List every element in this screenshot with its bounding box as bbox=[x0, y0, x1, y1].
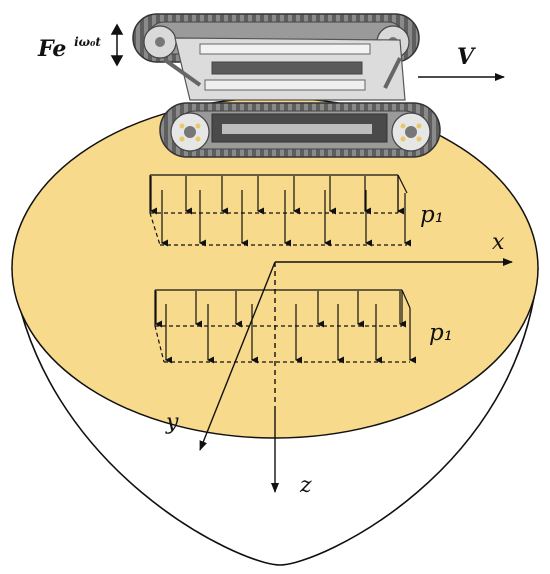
upper-load-label: p₁ bbox=[420, 202, 444, 228]
force-indicator bbox=[110, 23, 124, 67]
velocity-label: V bbox=[457, 44, 476, 70]
tracked-vehicle bbox=[132, 13, 441, 158]
force-label: Fe iω₀t bbox=[37, 35, 101, 62]
lower-load-arrows bbox=[155, 291, 416, 364]
coordinate-axes bbox=[199, 258, 513, 493]
upper-load-arrows bbox=[150, 176, 411, 247]
y-axis-label: y bbox=[165, 410, 179, 435]
z-axis-label: z bbox=[299, 473, 312, 498]
force-exponent: iω₀t bbox=[74, 35, 101, 49]
force-symbol: Fe bbox=[37, 36, 66, 62]
x-axis-label: x bbox=[492, 230, 505, 255]
lower-load-label: p₁ bbox=[429, 320, 453, 346]
y-axis bbox=[199, 261, 276, 451]
